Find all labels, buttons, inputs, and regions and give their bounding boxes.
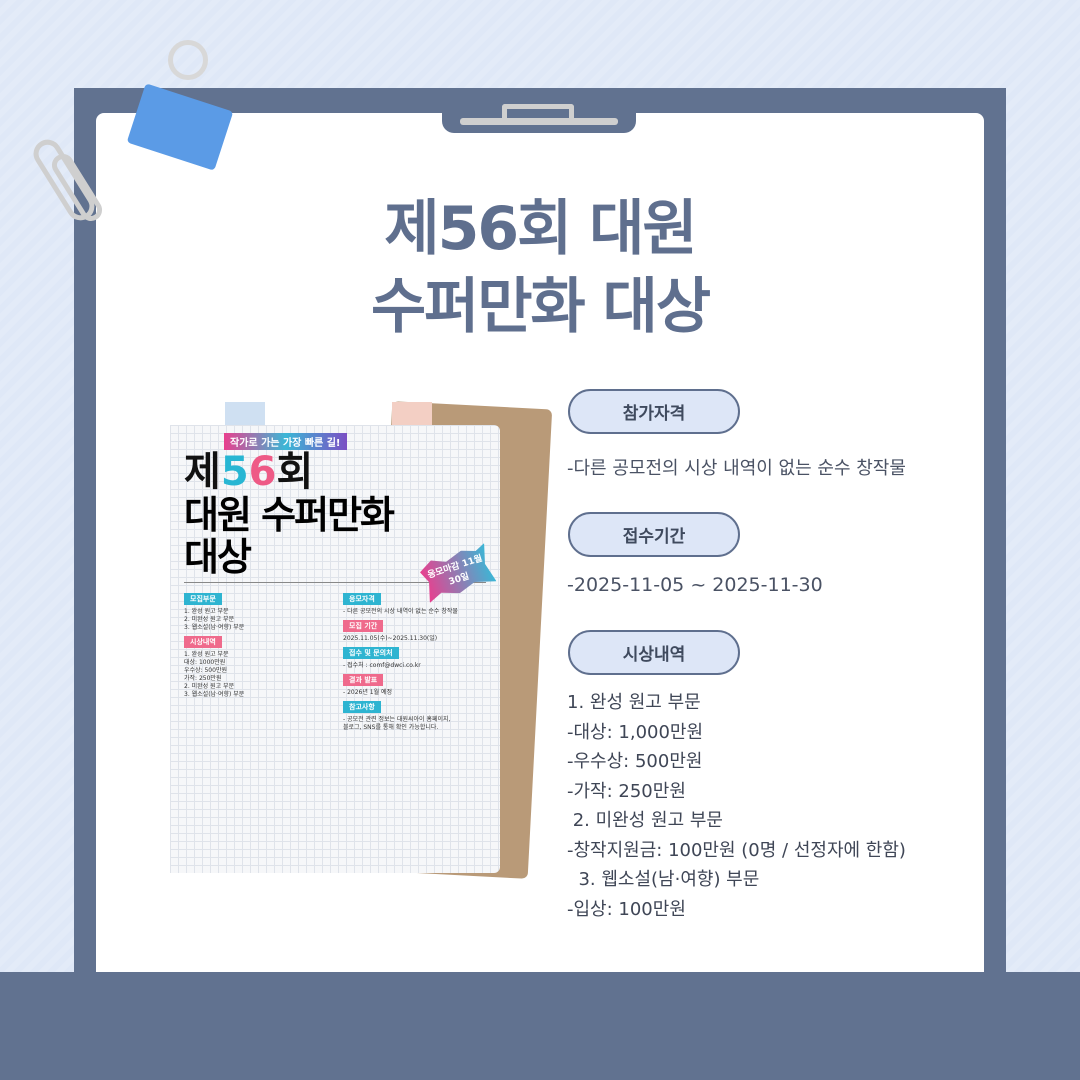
poster-line: 2. 미완성 원고 부문 — [184, 616, 235, 623]
page-title-line1: 제56회 대원 — [384, 194, 697, 264]
poster-line: 대상: 1000만원 — [184, 659, 226, 666]
poster-line: 1. 완성 원고 부문 — [184, 608, 229, 615]
tape — [225, 402, 265, 428]
poster-section-label: 시상내역 — [184, 636, 222, 648]
tape — [392, 402, 432, 428]
poster-section-label: 접수 및 문의처 — [343, 647, 399, 659]
awards-list: 1. 완성 원고 부문 -대상: 1,000만원 -우수상: 500만원 -가작: 2… — [567, 688, 906, 924]
poster-line: 가작: 250만원 — [184, 675, 222, 682]
eligibility-text: -다른 공모전의 시상 내역이 없는 순수 창작물 — [567, 458, 906, 479]
poster-line: - 2026년 1월 예정 — [343, 689, 393, 696]
poster-line: 1. 완성 원고 부문 — [184, 651, 229, 658]
award-line: -입상: 100만원 — [567, 898, 686, 920]
period-text: -2025-11-05 ~ 2025-11-30 — [567, 574, 823, 596]
clip-bar — [460, 118, 618, 125]
poster-heading-edition: 제56회 — [184, 449, 314, 495]
poster-section-label: 모집부문 — [184, 593, 222, 605]
page-title-line2: 수퍼만화 대상 — [370, 272, 711, 342]
poster-tagline: 작가로 가는 가장 빠른 길! — [224, 433, 347, 450]
poster-line: 우수상: 500만원 — [184, 667, 227, 674]
bottom-band — [0, 972, 1080, 1080]
poster-line: - 공모전 관련 정보는 대원씨아이 홈페이지, — [343, 716, 451, 723]
poster-line: 2025.11.05(수)~2025.11.30(일) — [343, 635, 438, 642]
poster-section-label: 응모자격 — [343, 593, 381, 605]
poster-section-label: 결과 발표 — [343, 674, 384, 686]
poster-heading: 대원 수퍼만화 — [184, 493, 395, 537]
award-line: 2. 미완성 원고 부문 — [567, 810, 723, 831]
award-line: 3. 웹소설(남·여향) 부문 — [567, 869, 760, 890]
poster-section-label: 참고사항 — [343, 701, 381, 713]
award-line: -우수상: 500만원 — [567, 751, 703, 772]
awards-label: 시상내역 — [568, 630, 740, 675]
poster-section-label: 모집 기간 — [343, 620, 384, 632]
period-label: 접수기간 — [568, 512, 740, 557]
binder-clip-wire-icon — [168, 40, 208, 80]
poster-heading: 대상 — [184, 535, 252, 579]
award-line: 1. 완성 원고 부문 — [567, 692, 701, 713]
poster-line: - 다른 공모전의 시상 내역이 없는 순수 창작물 — [343, 608, 458, 615]
award-line: -창작지원금: 100만원 (0명 / 선정자에 한함) — [567, 839, 906, 861]
contest-poster: 작가로 가는 가장 빠른 길! 제56회 대원 수퍼만화 대상 응모마감 11월… — [170, 425, 500, 873]
eligibility-label: 참가자격 — [568, 389, 740, 434]
award-line: -가작: 250만원 — [567, 780, 686, 802]
poster-line: 3. 웹소설(남·여향) 부문 — [184, 624, 245, 631]
poster-line: - 접수처 : comf@dwci.co.kr — [343, 662, 421, 669]
poster-line: 3. 웹소설(남·여향) 부문 — [184, 691, 245, 698]
poster-line: 2. 미완성 원고 부문 — [184, 683, 235, 690]
clip-handle — [502, 104, 574, 118]
poster-line: 블로그, SNS를 통해 확인 가능합니다. — [343, 724, 439, 731]
award-line: -대상: 1,000만원 — [567, 721, 704, 743]
